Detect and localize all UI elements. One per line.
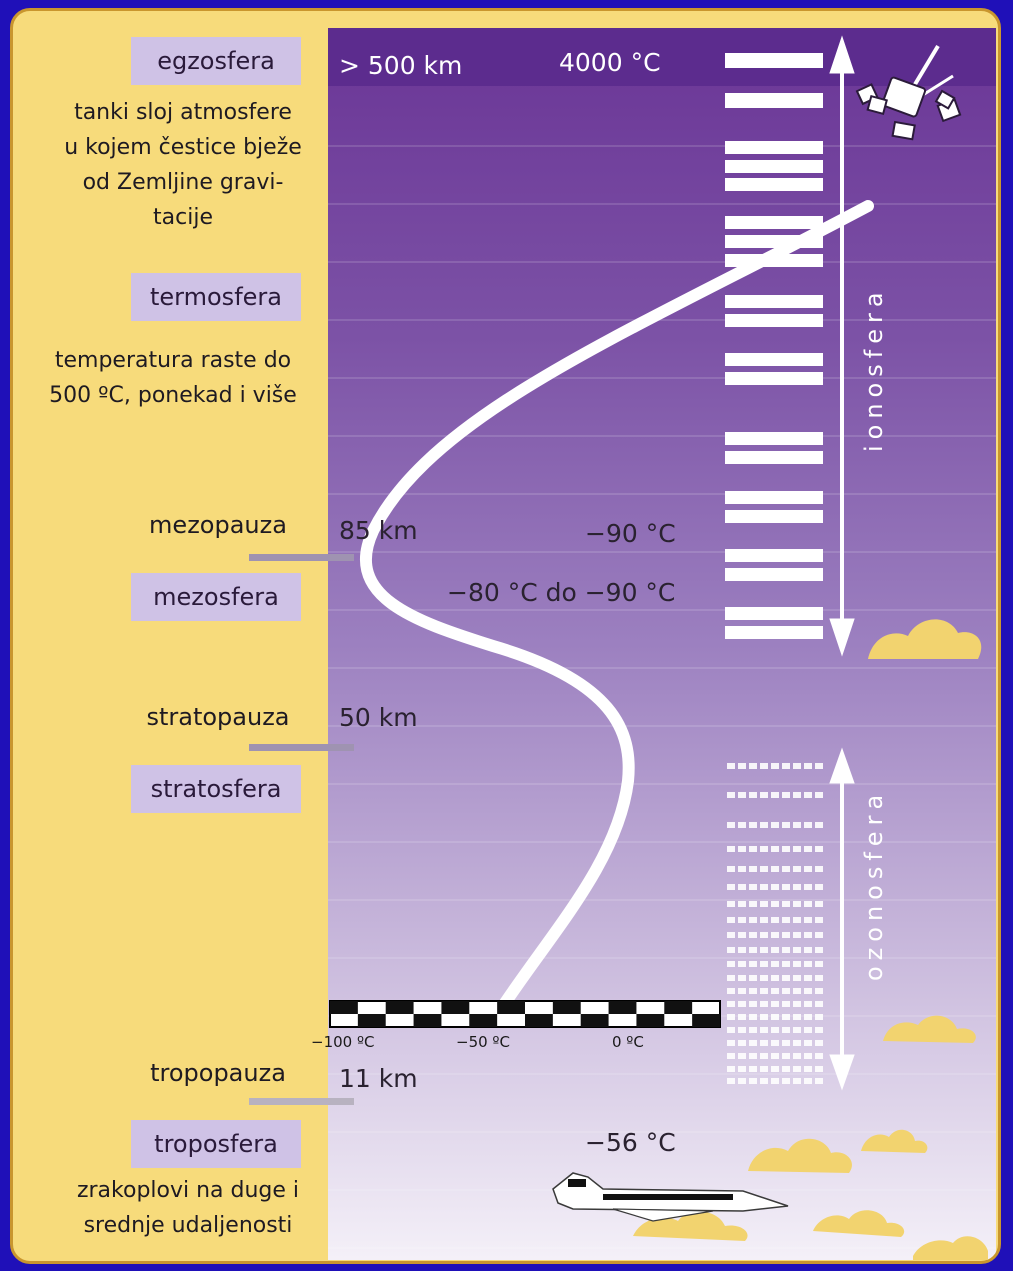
satellite-icon [855, 44, 962, 141]
termosfera-tag: termosfera [131, 273, 301, 321]
scale-bar-cell [525, 1014, 553, 1027]
mezopauza-label: mezopauza [149, 511, 287, 539]
altitude-top: > 500 km [339, 51, 463, 80]
termosfera-description-line: 500 ºC, ponekad i više [49, 383, 297, 408]
scale-bar-cell [608, 1001, 637, 1014]
ionosfera-label: ionosfera [860, 286, 888, 452]
scale-bar-cell [469, 1014, 498, 1027]
altitude-mezopauza: 85 km [339, 516, 418, 545]
stratosfera-tag: stratosfera [131, 765, 301, 813]
mezopauza-marker [249, 554, 354, 561]
stratopauza-marker [249, 744, 354, 751]
scale-bar-cell [441, 1001, 470, 1014]
egzosfera-description: tanki sloj atmosfere u kojem čestice bje… [33, 95, 333, 235]
temperature-curve [360, 200, 874, 1012]
exosphere-band [328, 28, 996, 86]
ionosfera-arrow [829, 35, 855, 657]
troposfera-description-line: zrakoplovi na duge i [76, 1178, 300, 1203]
temperature-scale-bar [329, 1000, 721, 1028]
cloud-icon [633, 619, 988, 1260]
ozonosfera-label: ozonosfera [860, 788, 888, 981]
altitude-tropopauza: 11 km [339, 1064, 418, 1093]
temperature-top: 4000 °C [559, 48, 661, 77]
stratopauza-label: stratopauza [146, 703, 290, 731]
mezosfera-tag: mezosfera [131, 573, 301, 621]
ozonosfera-arrow [829, 747, 855, 1091]
troposfera-description: zrakoplovi na duge i srednje udaljenosti [38, 1173, 338, 1243]
egzosfera-description-line: od Zemljine gravi- [82, 170, 284, 195]
temperature-mezopauza: −90 °C [585, 519, 676, 548]
egzosfera-description-line: tacije [153, 205, 213, 230]
ozonosphere-stripes [727, 763, 823, 1084]
scale-bar-cell [357, 1014, 386, 1027]
scale-bar-cell [636, 1014, 665, 1027]
scale-label-0: 0 ºC [612, 1033, 644, 1051]
troposfera-description-line: srednje udaljenosti [83, 1213, 293, 1238]
temperature-mezosfera: −80 °C do −90 °C [447, 578, 676, 607]
scale-bar-cell [497, 1001, 525, 1014]
egzosfera-tag: egzosfera [131, 37, 301, 85]
scale-bar-cell [580, 1014, 609, 1027]
airplane-icon [552, 1172, 789, 1222]
egzosfera-description-line: tanki sloj atmosfere [74, 100, 292, 125]
scale-bar-cell [552, 1001, 581, 1014]
termosfera-description: temperatura raste do 500 ºC, ponekad i v… [23, 343, 323, 413]
scale-bar-cell [664, 1001, 693, 1014]
scale-bar-cell [413, 1014, 442, 1027]
scale-label-minus100: −100 ºC [311, 1033, 375, 1051]
egzosfera-description-line: u kojem čestice bježe [64, 135, 302, 160]
termosfera-description-line: temperatura raste do [54, 348, 292, 373]
scale-label-minus50: −50 ºC [456, 1033, 510, 1051]
scale-bar-cell [330, 1001, 358, 1014]
atmosphere-diagram [249, 28, 996, 1260]
troposfera-tag: troposfera [131, 1120, 301, 1168]
tropopauza-label: tropopauza [150, 1059, 286, 1087]
temperature-troposfera: −56 °C [585, 1128, 676, 1157]
scale-bar-cell [692, 1014, 720, 1027]
altitude-stratopauza: 50 km [339, 703, 418, 732]
tropopauza-marker [249, 1098, 354, 1105]
diagram-panel: egzosfera tanki sloj atmosfere u kojem č… [10, 8, 1001, 1264]
scale-bar-cell [385, 1001, 414, 1014]
